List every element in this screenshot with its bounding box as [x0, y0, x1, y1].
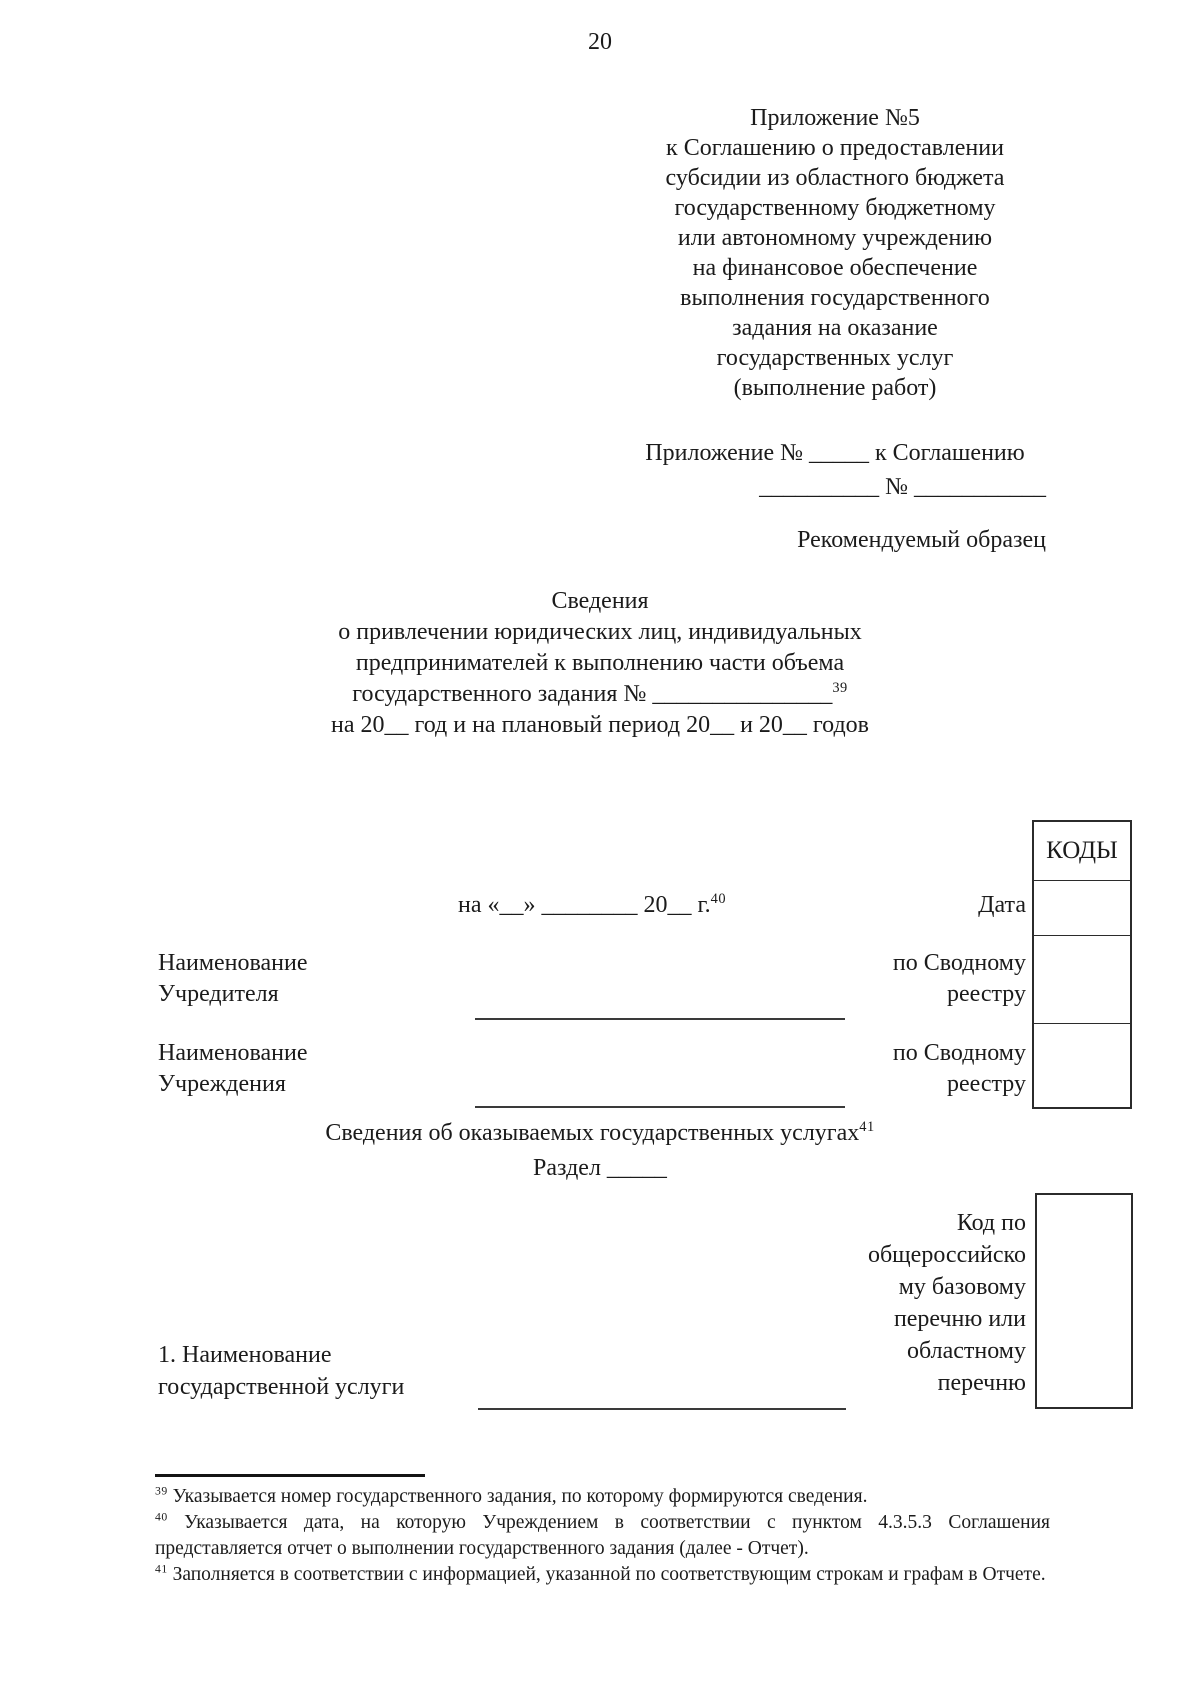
service-name-label-line2: государственной услуги: [158, 1374, 405, 1400]
footnote-39-marker: 39: [155, 1484, 168, 1498]
codes-table: КОДЫ: [1032, 820, 1132, 1109]
appendix-header-line: государственных услуг: [716, 345, 954, 371]
footnote-40: 40 Указывается дата, на которую Учрежден…: [155, 1510, 1050, 1562]
report-date-line: на «__» ________ 20__ г.40: [458, 890, 726, 920]
footnote-separator: [155, 1474, 425, 1477]
institution-name-label-line1: Наименование: [158, 1040, 308, 1066]
info-title-block: Сведения о привлечении юридических лиц, …: [200, 586, 1000, 741]
institution-name-label-line2: Учреждения: [158, 1071, 286, 1097]
appendix-header-line: (выполнение работ): [733, 375, 937, 401]
razdel-line: Раздел _____: [533, 1155, 667, 1181]
services-heading-text: Сведения об оказываемых государственных …: [325, 1120, 860, 1146]
recommended-sample-label: Рекомендуемый образец: [797, 527, 1046, 553]
appendix-header-line: к Соглашению о предоставлении: [666, 135, 1004, 161]
info-title-line3: предпринимателей к выполнению части объе…: [355, 650, 845, 676]
footnote-ref-39: 39: [832, 680, 848, 696]
info-title-line4-text: государственного задания № _____________…: [352, 681, 833, 707]
service-code-label-line: Код по: [956, 1210, 1026, 1236]
info-title-line4: государственного задания № _____________…: [200, 679, 1000, 710]
service-name-label: 1. Наименование государственной услуги: [158, 1339, 404, 1403]
service-code-label: Код по общероссийско му базовому перечню…: [726, 1207, 1026, 1399]
footnotes-block: 39 Указывается номер государственного за…: [155, 1484, 1050, 1588]
footnote-41-text: Заполняется в соответствии с информацией…: [172, 1564, 1046, 1585]
institution-registry-code-cell: [1034, 1023, 1130, 1107]
service-code-label-line: перечню: [937, 1370, 1026, 1396]
appendix-header-line: или автономному учреждению: [677, 225, 993, 251]
date-code-cell: [1034, 880, 1130, 935]
page-number: 20: [588, 29, 612, 55]
footnote-40-text: Указывается дата, на которую Учреждением…: [155, 1512, 1050, 1559]
footnote-ref-41: 41: [859, 1119, 875, 1135]
info-title-line2: о привлечении юридических лиц, индивидуа…: [338, 619, 862, 645]
footnote-39-text: Указывается номер государственного задан…: [172, 1486, 868, 1507]
service-name-blank-field: [478, 1408, 846, 1410]
founder-name-label: Наименование Учредителя: [158, 948, 308, 1010]
founder-registry-label-line2: реестру: [946, 981, 1026, 1007]
appendix-header-line: Приложение №5: [750, 105, 920, 131]
footnote-41-marker: 41: [155, 1562, 168, 1576]
services-section-heading: Сведения об оказываемых государственных …: [150, 1118, 1050, 1148]
appendix-header-line: на финансовое обеспечение: [692, 255, 978, 281]
footnote-39: 39 Указывается номер государственного за…: [155, 1484, 1050, 1510]
institution-registry-label: по Сводному реестру: [726, 1038, 1026, 1100]
institution-name-blank-field: [475, 1106, 845, 1108]
service-code-box: [1035, 1193, 1133, 1409]
appendix-header-line: субсидии из областного бюджета: [665, 165, 1005, 191]
founder-name-blank-field: [475, 1018, 845, 1020]
codes-header-cell: КОДЫ: [1046, 837, 1118, 864]
footnote-41: 41 Заполняется в соответствии с информац…: [155, 1562, 1050, 1588]
founder-registry-code-cell: [1034, 935, 1130, 1023]
founder-registry-label: по Сводному реестру: [726, 948, 1026, 1010]
appendix-ref-line2: __________ № ___________: [759, 474, 1046, 500]
service-code-label-line: общероссийско: [867, 1242, 1026, 1268]
appendix-header-line: задания на оказание: [732, 315, 938, 341]
date-label: Дата: [978, 892, 1026, 918]
institution-name-label: Наименование Учреждения: [158, 1038, 308, 1100]
info-title-line5: на 20__ год и на плановый период 20__ и …: [330, 712, 870, 738]
info-title-line1: Сведения: [551, 588, 649, 614]
institution-registry-label-line1: по Сводному: [892, 1040, 1026, 1066]
footnote-40-marker: 40: [155, 1510, 168, 1524]
appendix-header-line: выполнения государственного: [680, 285, 990, 311]
footnote-ref-40: 40: [710, 891, 727, 907]
founder-name-label-line2: Учредителя: [158, 981, 279, 1007]
institution-registry-label-line2: реестру: [946, 1071, 1026, 1097]
report-date-text: на «__» ________ 20__ г.: [458, 892, 711, 918]
appendix-ref-line1: Приложение № _____ к Соглашению: [645, 440, 1025, 466]
founder-name-label-line1: Наименование: [158, 950, 308, 976]
appendix-header-block: Приложение №5 к Соглашению о предоставле…: [620, 103, 1050, 403]
founder-registry-label-line1: по Сводному: [892, 950, 1026, 976]
service-name-label-line1: 1. Наименование: [158, 1342, 332, 1368]
service-code-label-line: областному: [907, 1338, 1026, 1364]
service-code-label-line: му базовому: [898, 1274, 1026, 1300]
service-code-label-line: перечню или: [893, 1306, 1026, 1332]
appendix-header-line: государственному бюджетному: [674, 195, 996, 221]
